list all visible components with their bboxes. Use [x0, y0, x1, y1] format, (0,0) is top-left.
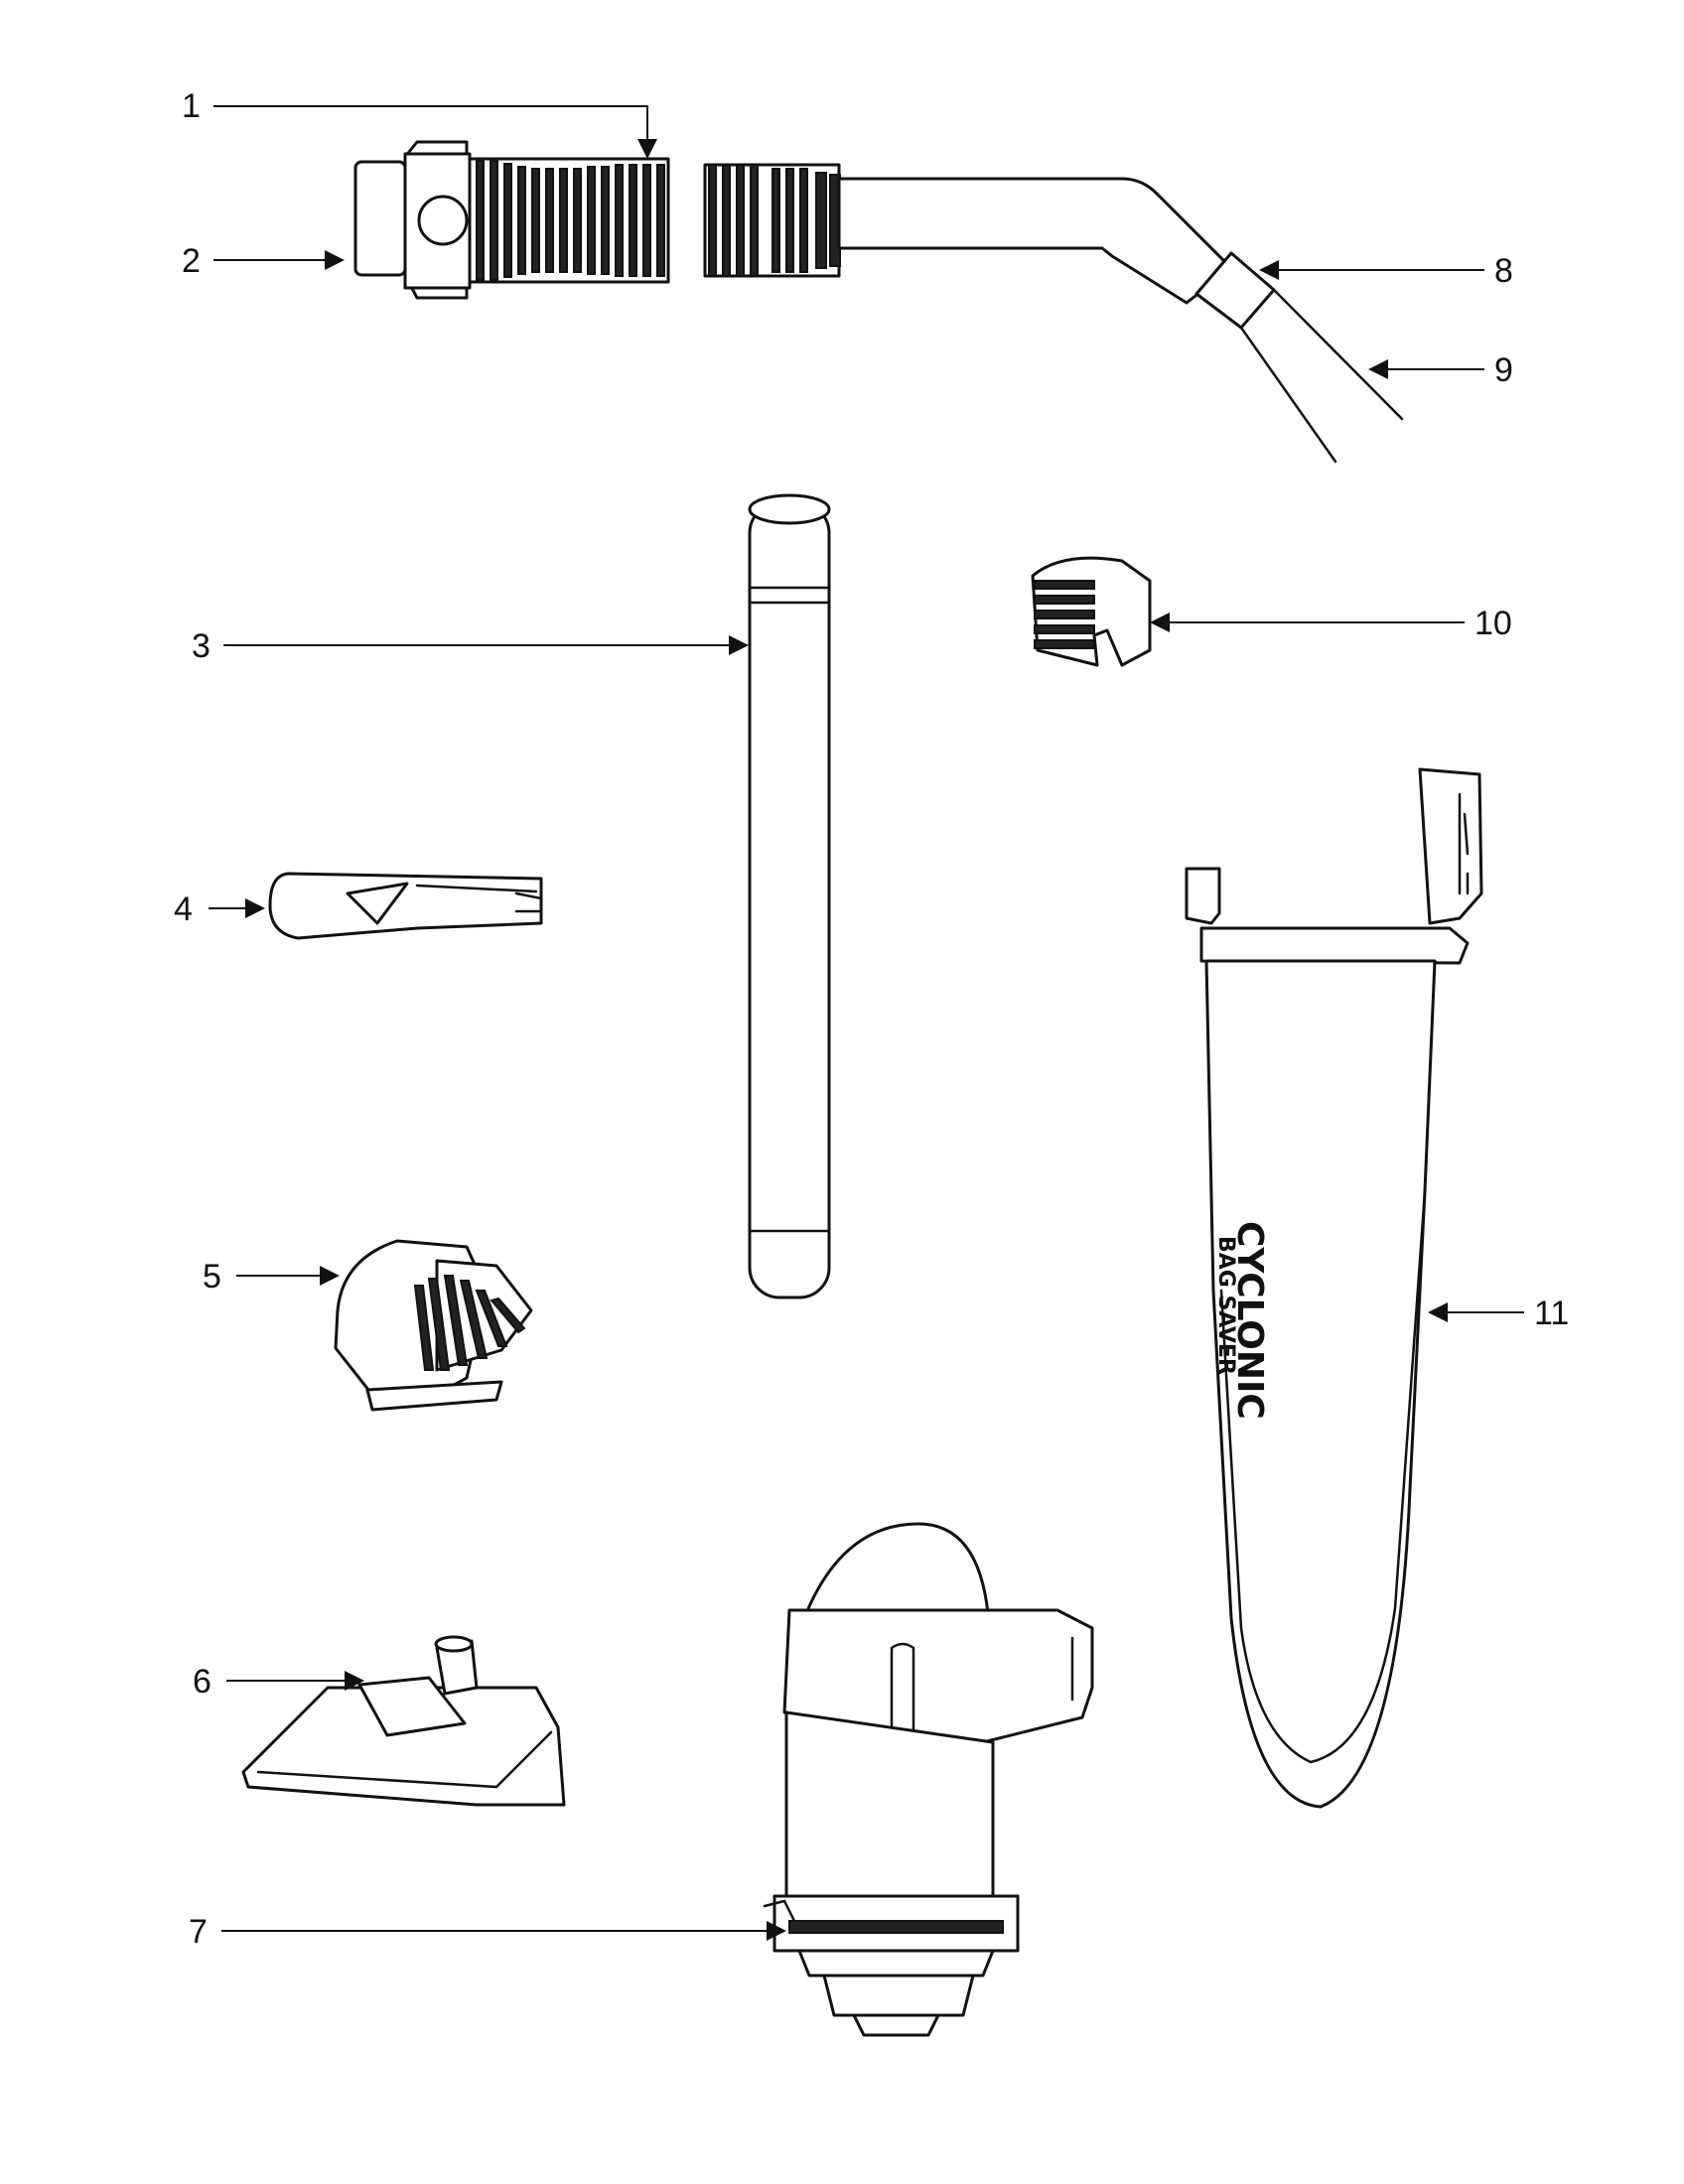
callout-8: 8 — [1494, 252, 1513, 290]
bag-brand-text: CYCLONIC — [1229, 1221, 1270, 1420]
callout-4: 4 — [174, 890, 193, 928]
callout-3: 3 — [192, 627, 210, 665]
bag-subtitle-text: BAG SAVER — [1213, 1236, 1238, 1375]
callout-2: 2 — [182, 242, 201, 280]
callout-labels: 1 2 3 4 5 6 7 8 9 10 11 — [174, 87, 1569, 1951]
cyclonic-canister-icon — [763, 1522, 1094, 2037]
callout-9: 9 — [1494, 351, 1513, 389]
callout-5: 5 — [203, 1258, 221, 1296]
hose-corrugation-left — [468, 157, 670, 284]
bag-saver-icon: CYCLONIC BAG SAVER — [1185, 767, 1483, 1809]
extension-wand-icon — [748, 493, 831, 1299]
hose-clip-icon — [1031, 556, 1152, 667]
callout-10: 10 — [1474, 605, 1512, 642]
callout-11: 11 — [1534, 1295, 1569, 1332]
dusting-brush-icon — [334, 1239, 533, 1412]
hose-assembly-icon — [353, 140, 1404, 464]
callout-6: 6 — [193, 1663, 211, 1701]
crevice-tool-icon — [268, 872, 543, 940]
floor-tool-icon — [241, 1635, 566, 1807]
leader-lines — [209, 105, 1524, 1941]
callout-7: 7 — [189, 1913, 208, 1951]
callout-1: 1 — [182, 87, 201, 125]
hose-corrugation-right — [703, 163, 841, 278]
